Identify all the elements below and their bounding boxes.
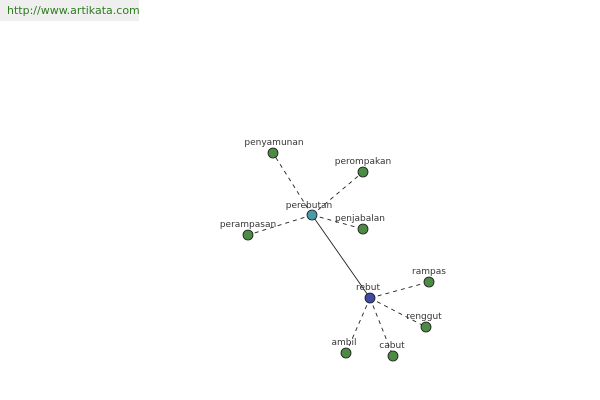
node-marker-rampas[interactable]	[423, 276, 435, 288]
edge-rebut-cabut	[369, 297, 394, 357]
node-penjabalan[interactable]: penjabalan	[335, 214, 385, 235]
node-marker-renggut[interactable]	[420, 321, 432, 333]
node-perampasan[interactable]: perampasan	[220, 220, 276, 241]
edge-perebutan-penjabalan	[311, 214, 364, 230]
node-label-rampas[interactable]: rampas	[412, 267, 446, 277]
edge-perebutan-rebut	[311, 214, 371, 299]
node-marker-rebut[interactable]	[364, 292, 376, 304]
node-label-perompakan[interactable]: perompakan	[335, 157, 392, 167]
edge-rebut-rampas	[369, 281, 430, 299]
node-marker-penjabalan[interactable]	[357, 223, 369, 235]
node-perebutan[interactable]: perebutan	[286, 201, 332, 221]
node-label-cabut[interactable]: cabut	[379, 341, 405, 351]
node-label-ambil[interactable]: ambil	[332, 338, 357, 348]
node-perompakan[interactable]: perompakan	[335, 157, 392, 178]
node-marker-ambil[interactable]	[340, 347, 352, 359]
edge-rebut-renggut	[369, 297, 427, 328]
node-label-penyamunan[interactable]: penyamunan	[244, 138, 303, 148]
edge-rebut-ambil	[345, 297, 371, 354]
edge-perebutan-perompakan	[311, 171, 364, 216]
node-label-perebutan[interactable]: perebutan	[286, 201, 332, 211]
node-cabut[interactable]: cabut	[379, 341, 405, 362]
node-rampas[interactable]: rampas	[412, 267, 446, 288]
node-label-penjabalan[interactable]: penjabalan	[335, 214, 385, 224]
node-marker-perampasan[interactable]	[242, 229, 254, 241]
node-marker-perompakan[interactable]	[357, 166, 369, 178]
node-rebut[interactable]: rebut	[356, 283, 380, 304]
nodes-layer: perebutan rebut penyamunan perompakan peramp…	[220, 138, 446, 362]
node-label-renggut[interactable]: renggut	[406, 312, 442, 322]
node-penyamunan[interactable]: penyamunan	[244, 138, 304, 159]
node-marker-cabut[interactable]	[387, 350, 399, 362]
node-label-rebut[interactable]: rebut	[356, 283, 380, 293]
node-ambil[interactable]: ambil	[332, 338, 357, 359]
node-marker-penyamunan[interactable]	[267, 147, 279, 159]
source-link[interactable]: http://www.artikata.com	[0, 0, 140, 21]
edge-perebutan-perampasan	[247, 214, 313, 236]
edges-layer	[247, 152, 430, 357]
node-label-perampasan[interactable]: perampasan	[220, 220, 276, 230]
node-renggut[interactable]: renggut	[406, 312, 442, 333]
node-marker-perebutan[interactable]	[306, 209, 318, 221]
